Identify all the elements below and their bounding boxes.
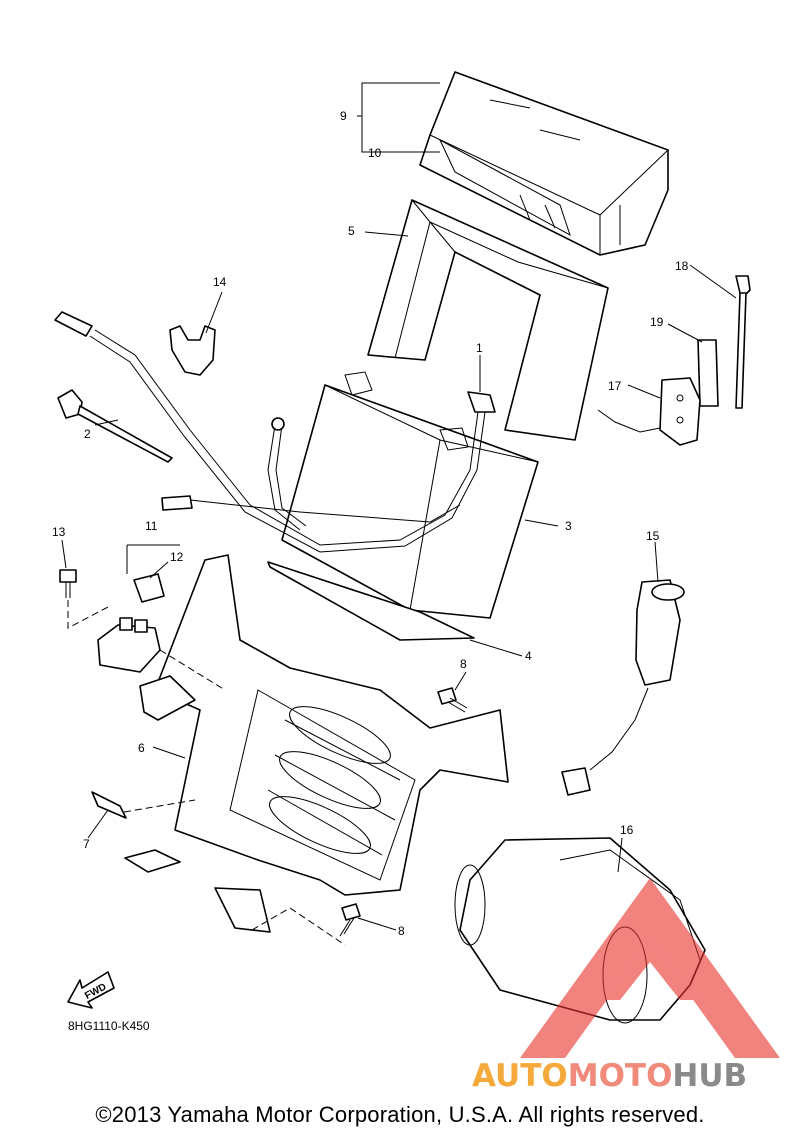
bolt-13 <box>59 569 77 598</box>
sensor-17 <box>597 377 701 446</box>
watermark-moto: MOTO <box>568 1058 673 1094</box>
grommet-7 <box>91 791 127 819</box>
relay-11 <box>97 573 165 673</box>
watermark-logo <box>520 878 780 1058</box>
clamp-14 <box>169 325 216 376</box>
socket-15 <box>561 579 685 796</box>
callout-18: 18 <box>675 259 689 273</box>
part-code: 8HG1110-K450 <box>68 1019 150 1033</box>
cable-tie-18 <box>735 275 751 409</box>
copyright-notice: ©2013 Yamaha Motor Corporation, U.S.A. A… <box>95 1102 705 1127</box>
leader-lines <box>61 82 737 931</box>
watermark-triangle-icon <box>520 878 780 1058</box>
cable-tie-2 <box>57 389 173 463</box>
callout-11: 11 <box>145 519 158 533</box>
watermark-auto: AUTO <box>472 1058 568 1094</box>
battery-cable <box>54 311 496 553</box>
strip-19 <box>697 339 719 407</box>
cap-12 <box>133 573 165 603</box>
watermark-text: AUTOMOTOHUB <box>472 1058 747 1094</box>
callout-9: 9 <box>340 109 347 123</box>
battery-cover <box>419 71 669 256</box>
callout-17: 17 <box>608 379 622 393</box>
callout-labels: 1 2 3 4 5 6 7 8 8 9 10 11 12 13 14 15 16… <box>52 109 689 938</box>
callout-15: 15 <box>646 529 660 543</box>
battery-box <box>124 554 509 933</box>
callout-8b: 8 <box>398 924 405 938</box>
watermark-hub: HUB <box>672 1058 747 1094</box>
bolt-8 <box>339 687 468 937</box>
callout-10: 10 <box>368 146 382 160</box>
callout-5: 5 <box>348 224 355 238</box>
callout-8a: 8 <box>460 657 467 671</box>
battery-band <box>367 199 609 441</box>
starter-motor-16 <box>454 837 706 1024</box>
callout-12: 12 <box>170 550 184 564</box>
svg-text:AUTOMOTOHUB: AUTOMOTOHUB <box>472 1058 747 1094</box>
reference-lines <box>67 600 346 946</box>
callout-4: 4 <box>525 649 532 663</box>
callout-14: 14 <box>213 275 227 289</box>
callout-19: 19 <box>650 315 664 329</box>
battery-pad <box>267 561 475 641</box>
callout-13: 13 <box>52 525 66 539</box>
callout-2: 2 <box>84 427 91 441</box>
callout-6: 6 <box>138 741 145 755</box>
callout-16: 16 <box>620 823 634 837</box>
callout-1: 1 <box>476 341 483 355</box>
callout-3: 3 <box>565 519 572 533</box>
fwd-arrow: FWD <box>67 971 115 1009</box>
callout-7: 7 <box>83 837 90 851</box>
